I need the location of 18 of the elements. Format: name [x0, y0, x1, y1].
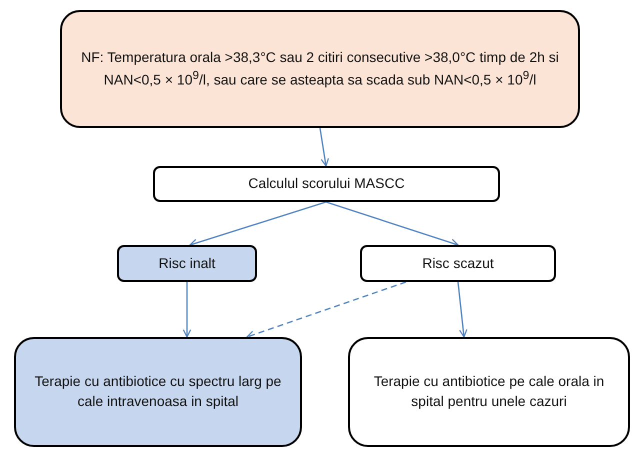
box-text: Risc scazut — [422, 254, 494, 273]
process-box — [348, 337, 630, 447]
arrow — [246, 281, 406, 339]
process-box — [14, 337, 302, 447]
arrow — [189, 201, 326, 247]
process-box — [60, 10, 580, 128]
process-box — [360, 245, 556, 282]
arrow — [182, 282, 192, 338]
box-text: NF: Temperatura orala >38,3°C sau 2 citiri consecutive >38,0°C timp de 2h si NAN<0,5 × 10$^{9}$/l, sau care se asteapta sa scada sub NAN<0,5 × 10$^{9}$/l — [80, 48, 560, 90]
box-text: Calculul scorului MASCC — [248, 174, 405, 194]
process-box — [117, 245, 257, 282]
arrow — [319, 128, 330, 167]
box-text: Risc inalt — [158, 254, 216, 273]
process-box — [153, 166, 500, 202]
arrow — [457, 282, 468, 338]
box-text: Terapie cu antibiotice cu spectru larg pe cale intravenoasa in spital — [34, 372, 282, 411]
box-text: Terapie cu antibiotice pe cale orala in spital pentru unele cazuri — [372, 372, 606, 411]
arrow — [326, 201, 459, 247]
